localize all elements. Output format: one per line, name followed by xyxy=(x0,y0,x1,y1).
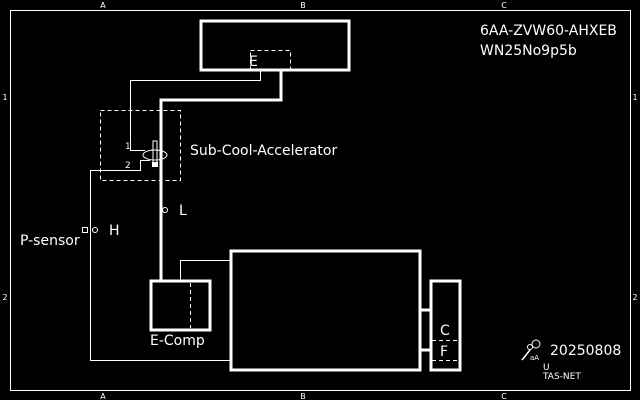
grid-row-2-right: 2 xyxy=(632,293,637,302)
grid-col-a-bottom: A xyxy=(100,392,106,400)
grid-col-c-bottom: C xyxy=(501,392,507,400)
grid-col-c-top: C xyxy=(501,1,507,10)
sca-port-2-label: 2 xyxy=(125,161,131,171)
logo-sub: U xyxy=(543,363,550,373)
pressure-sensor-icon xyxy=(82,227,88,233)
right-unit xyxy=(429,279,462,372)
model-number: 6AA-ZVW60-AHXEB xyxy=(480,23,617,39)
sca-port-1-label: 1 xyxy=(125,142,131,152)
brand-name: TAS-NET xyxy=(542,372,581,382)
e-comp-signal-line xyxy=(180,260,230,281)
grid-row-2-left: 2 xyxy=(2,293,7,302)
drawing-code: WN25No9p5b xyxy=(480,43,577,59)
signal-line-e xyxy=(130,70,261,151)
sub-cool-accelerator-label: Sub-Cool-Accelerator xyxy=(190,143,337,159)
grid-col-a-top: A xyxy=(100,1,106,10)
logo-glyph: aA xyxy=(530,354,539,362)
sub-cool-accelerator-icon xyxy=(142,140,168,167)
upper-unit xyxy=(199,19,351,72)
low-port-icon xyxy=(162,207,168,213)
main-unit xyxy=(229,249,422,372)
sub-cool-accelerator-box xyxy=(100,110,181,181)
e-comp-unit xyxy=(149,279,212,332)
grid-col-b-bottom: B xyxy=(300,392,306,400)
tas-net-logo-icon xyxy=(521,339,541,361)
grid-row-1-left: 1 xyxy=(2,93,7,102)
upper-unit-port-box xyxy=(250,50,291,70)
signal-line-p-sensor xyxy=(90,160,230,361)
high-port-icon xyxy=(92,227,98,233)
right-port-c-label: C xyxy=(440,323,450,339)
date-stamp: 20250808 xyxy=(550,343,621,359)
main-pipe xyxy=(159,70,283,281)
e-comp-label: E-Comp xyxy=(150,333,205,349)
right-port-f-label: F xyxy=(440,344,448,360)
drawing-frame xyxy=(10,10,631,391)
high-port-label: H xyxy=(109,223,120,239)
low-port-label: L xyxy=(179,203,187,219)
grid-col-b-top: B xyxy=(300,1,306,10)
upper-unit-port-label: E xyxy=(249,54,258,70)
pressure-sensor-label: P-sensor xyxy=(20,233,80,249)
grid-row-1-right: 1 xyxy=(632,93,637,102)
